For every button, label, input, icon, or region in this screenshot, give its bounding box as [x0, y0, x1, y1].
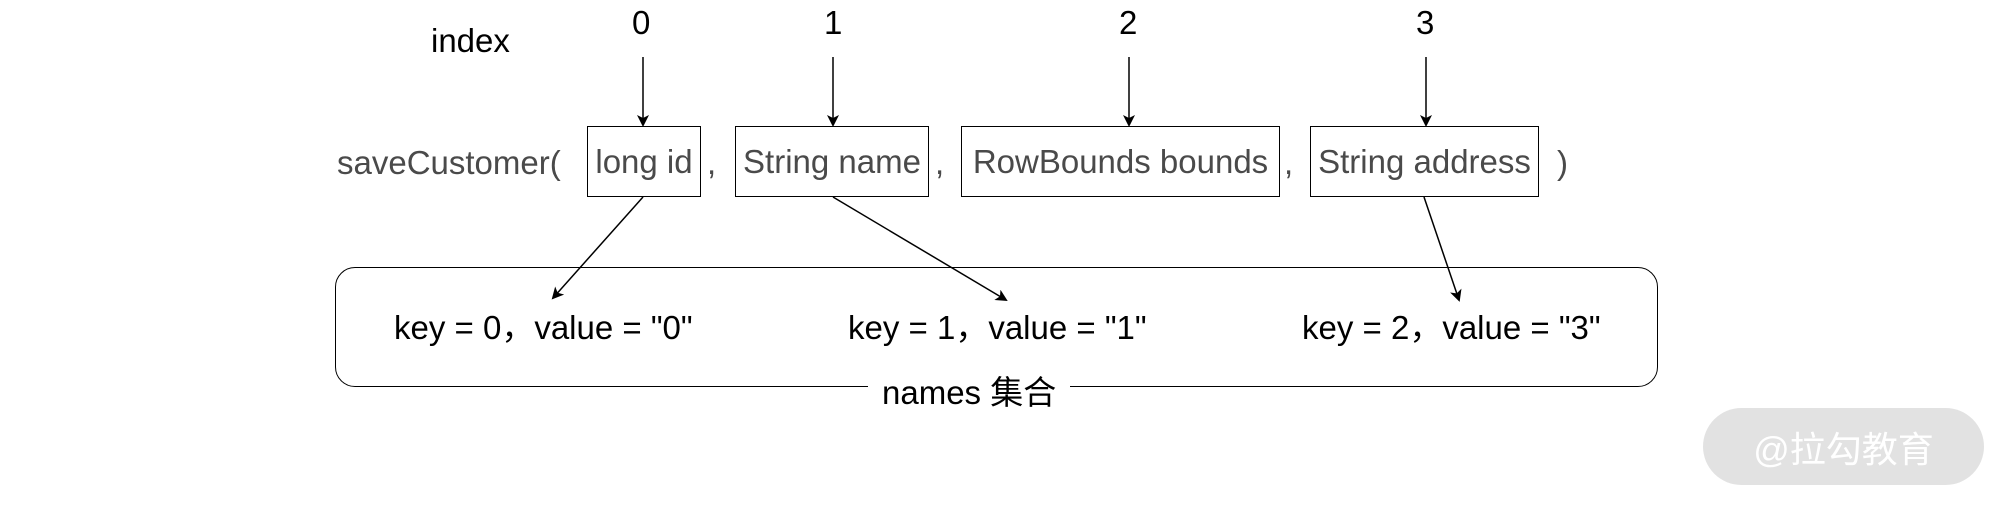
names-entry-1: key = 1，value = "1"	[848, 309, 1147, 346]
param-separator: ,	[935, 144, 945, 181]
method-suffix: )	[1557, 144, 1568, 181]
watermark-logo: @拉勾教育	[1703, 408, 1984, 485]
param-box-string-address: String address	[1310, 126, 1539, 197]
arrow-map-0	[551, 196, 644, 300]
arrow-map-1	[832, 196, 1008, 302]
index-value-3: 3	[1416, 4, 1435, 41]
param-separator: ,	[1284, 144, 1294, 181]
param-label: long id	[595, 142, 693, 180]
index-value-2: 2	[1119, 4, 1138, 41]
index-value-1: 1	[824, 4, 843, 41]
param-box-long-id: long id	[587, 126, 701, 197]
index-value-0: 0	[632, 4, 651, 41]
names-entry-2: key = 2，value = "3"	[1302, 309, 1601, 346]
param-box-string-name: String name	[735, 126, 929, 197]
arrow-map-2	[1423, 196, 1462, 302]
names-collection-label: names 集合	[868, 366, 1071, 414]
names-entry-0: key = 0，value = "0"	[394, 309, 693, 346]
watermark-text: @拉勾教育	[1753, 428, 1934, 470]
param-label: String address	[1318, 142, 1531, 180]
param-label: RowBounds bounds	[972, 142, 1269, 180]
index-label: index	[431, 22, 510, 59]
param-separator: ,	[707, 144, 717, 181]
param-label: String name	[743, 142, 921, 180]
param-box-rowbounds: RowBounds bounds	[961, 126, 1280, 197]
method-prefix: saveCustomer(	[337, 144, 561, 181]
